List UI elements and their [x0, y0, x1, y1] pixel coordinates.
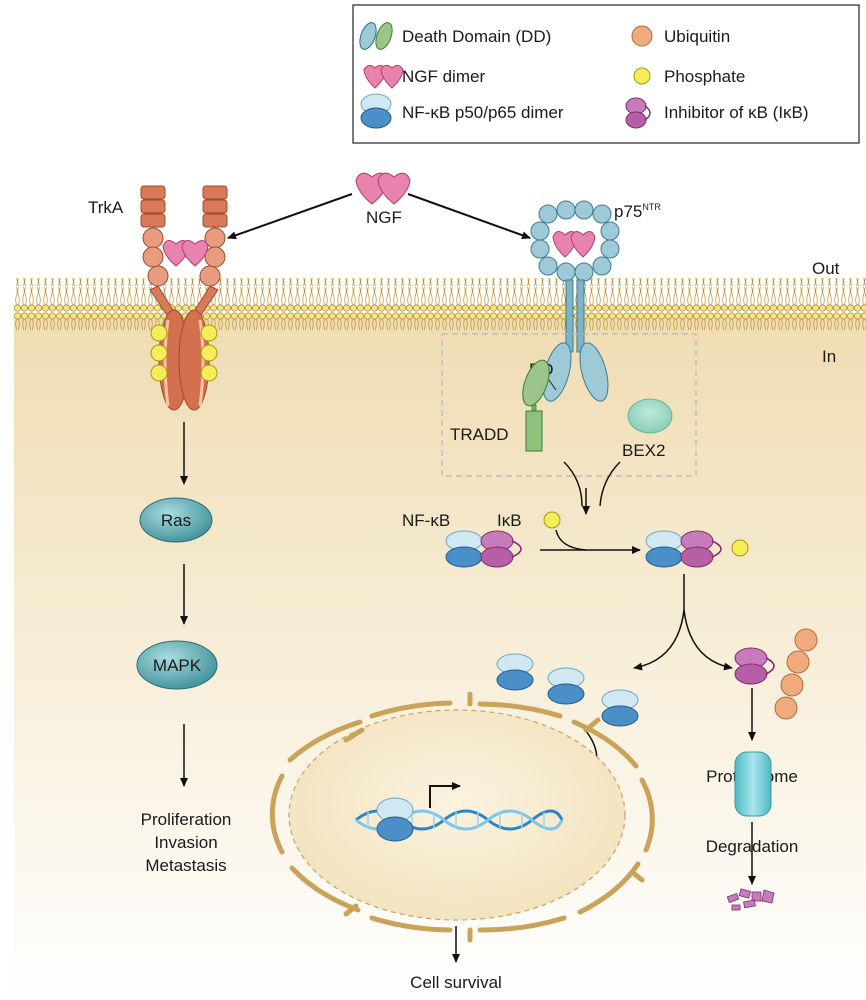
dd-pointer-right	[548, 379, 557, 391]
bex2-protein	[627, 398, 673, 434]
mapk-label: MAPK	[153, 656, 202, 675]
in-label: In	[822, 347, 836, 366]
trka-ngf-bound	[162, 240, 209, 267]
p75-label: p75NTR	[614, 202, 661, 221]
trka-phosphates	[150, 324, 218, 382]
phosphate-icon	[633, 67, 651, 85]
nuclear-envelope	[269, 691, 655, 943]
p75-label-main: p75	[614, 202, 642, 221]
ikb-icon	[625, 97, 651, 129]
legend-label-ngf: NGF dimer	[402, 67, 485, 86]
ikb-ubiquitinated	[734, 628, 818, 720]
legend-label-ikb: Inhibitor of κB (IκB)	[664, 103, 809, 122]
death-domain-icon	[359, 22, 393, 50]
phosphate-joining-curve	[555, 529, 587, 551]
legend-label-phosphate: Phosphate	[664, 67, 745, 86]
mapk-node	[136, 640, 218, 690]
p75-complex-box	[441, 333, 697, 477]
p75-ngf-bound	[552, 231, 596, 258]
nucleus-interior	[288, 709, 626, 921]
free-nfkb-dimers	[496, 653, 639, 727]
phospho-complex	[645, 530, 749, 568]
legend: Death Domain (DD) Ubiquitin NGF dimer Ph…	[352, 4, 860, 144]
free-phosphate	[543, 511, 561, 529]
cell-membrane	[14, 278, 866, 330]
ras-node	[139, 497, 213, 543]
nfkb-ikb-complex	[445, 530, 522, 568]
cell-survival-label: Cell survival	[410, 973, 502, 992]
arrow-complex-converge	[563, 461, 621, 507]
transcription-start-arrow	[429, 782, 461, 808]
ras-label: Ras	[161, 511, 191, 530]
arrow-to-free-nfkb	[633, 609, 685, 671]
outcome-metastasis: Metastasis	[145, 856, 226, 875]
bex2-label: BEX2	[622, 441, 665, 460]
arrow-to-ikb-ubiquitin	[683, 609, 733, 671]
out-label: Out	[812, 259, 840, 278]
tradd-protein	[522, 359, 550, 452]
arrow-ngf-to-trka	[227, 193, 353, 240]
proteasome	[734, 751, 772, 817]
legend-box	[352, 4, 860, 144]
ngf-dimer	[355, 172, 411, 205]
nfkb-dimer-icon	[360, 93, 392, 129]
outcome-proliferation: Proliferation	[141, 810, 232, 829]
tradd-label: TRADD	[450, 425, 509, 444]
ikb-label: IκB	[497, 511, 522, 530]
legend-label-dd: Death Domain (DD)	[402, 27, 551, 46]
trka-label: TrkA	[88, 198, 124, 217]
p75-label-sup: NTR	[642, 202, 661, 212]
ngf-dimer-icon	[363, 64, 404, 89]
ngf-label: NGF	[366, 208, 402, 227]
legend-label-ubiquitin: Ubiquitin	[664, 27, 730, 46]
ubiquitin-icon	[631, 25, 653, 47]
nfkb-label: NF-κB	[402, 511, 450, 530]
degradation-fragments	[726, 888, 775, 911]
p75-receptor	[530, 200, 620, 402]
nfkb-on-dna	[376, 797, 414, 842]
arrow-ngf-to-p75	[407, 193, 531, 240]
outcome-invasion: Invasion	[154, 833, 217, 852]
legend-label-nfkb: NF-κB p50/p65 dimer	[402, 103, 564, 122]
nucleus	[269, 691, 655, 943]
